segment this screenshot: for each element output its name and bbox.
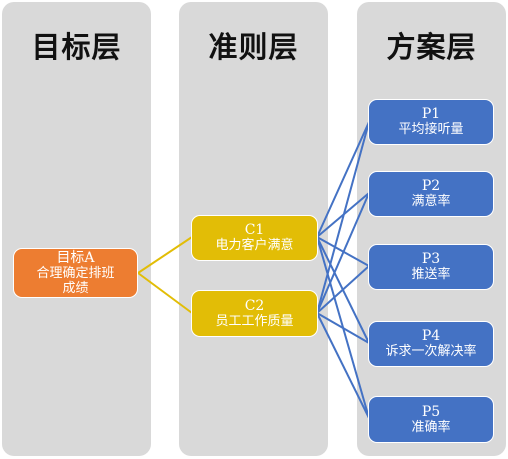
alternative-node-p1: P1 平均接听量: [368, 99, 494, 145]
criteria-node-c2-id: C2: [244, 297, 265, 314]
alternative-node-p3-label: 推送率: [411, 267, 451, 282]
goal-node-id: 目标A: [56, 249, 95, 266]
alternative-node-p4-label: 诉求一次解决率: [385, 344, 477, 359]
alternative-node-p5-label: 准确率: [411, 419, 451, 435]
alternative-node-p2-label: 满意率: [411, 194, 451, 209]
criteria-node-c2-label: 员工工作质量: [215, 313, 294, 329]
goal-layer-title: 目标层: [31, 30, 122, 64]
link-c1-p1: [316, 121, 370, 238]
link-c2-p3: [316, 265, 370, 314]
alternative-node-p2-id: P2: [421, 178, 441, 194]
goal-layer-panel: 目标层: [2, 2, 151, 456]
link-goal-c2: [137, 272, 193, 314]
link-c2-p5: [316, 312, 370, 419]
alternative-node-p5-id: P5: [421, 403, 441, 420]
alternative-layer-panel: 方案层: [357, 2, 506, 456]
criteria-alternative-links: [316, 121, 370, 419]
criteria-node-c1-id: C1: [244, 222, 265, 238]
criteria-node-c1: C1 电力客户满意: [191, 215, 318, 261]
criteria-node-c1-label: 电力客户满意: [215, 238, 294, 253]
alternative-node-p1-label: 平均接听量: [398, 122, 464, 137]
goal-node-label-line1: 合理确定排班: [36, 265, 115, 281]
alternative-node-p2: P2 满意率: [368, 171, 494, 217]
alternative-node-p1-id: P1: [421, 106, 441, 122]
alternative-node-p5: P5 准确率: [368, 396, 494, 443]
goal-node: 目标A 合理确定排班 成绩: [13, 248, 138, 298]
link-c2-p1: [316, 121, 370, 314]
link-c2-p4: [316, 312, 370, 344]
criteria-node-c2: C2 员工工作质量: [191, 290, 318, 337]
alternative-node-p3: P3 推送率: [368, 244, 494, 290]
link-goal-c1: [137, 236, 193, 274]
alternative-layer-title: 方案层: [386, 30, 477, 64]
link-c2-p2: [316, 192, 370, 314]
goal-node-label-line2: 成绩: [62, 280, 89, 296]
goal-criteria-links: [137, 236, 193, 314]
alternative-node-p4-id: P4: [421, 328, 441, 344]
alternative-node-p4: P4 诉求一次解决率: [368, 321, 494, 367]
alternative-node-p3-id: P3: [421, 251, 441, 267]
criteria-layer-title: 准则层: [208, 30, 299, 64]
